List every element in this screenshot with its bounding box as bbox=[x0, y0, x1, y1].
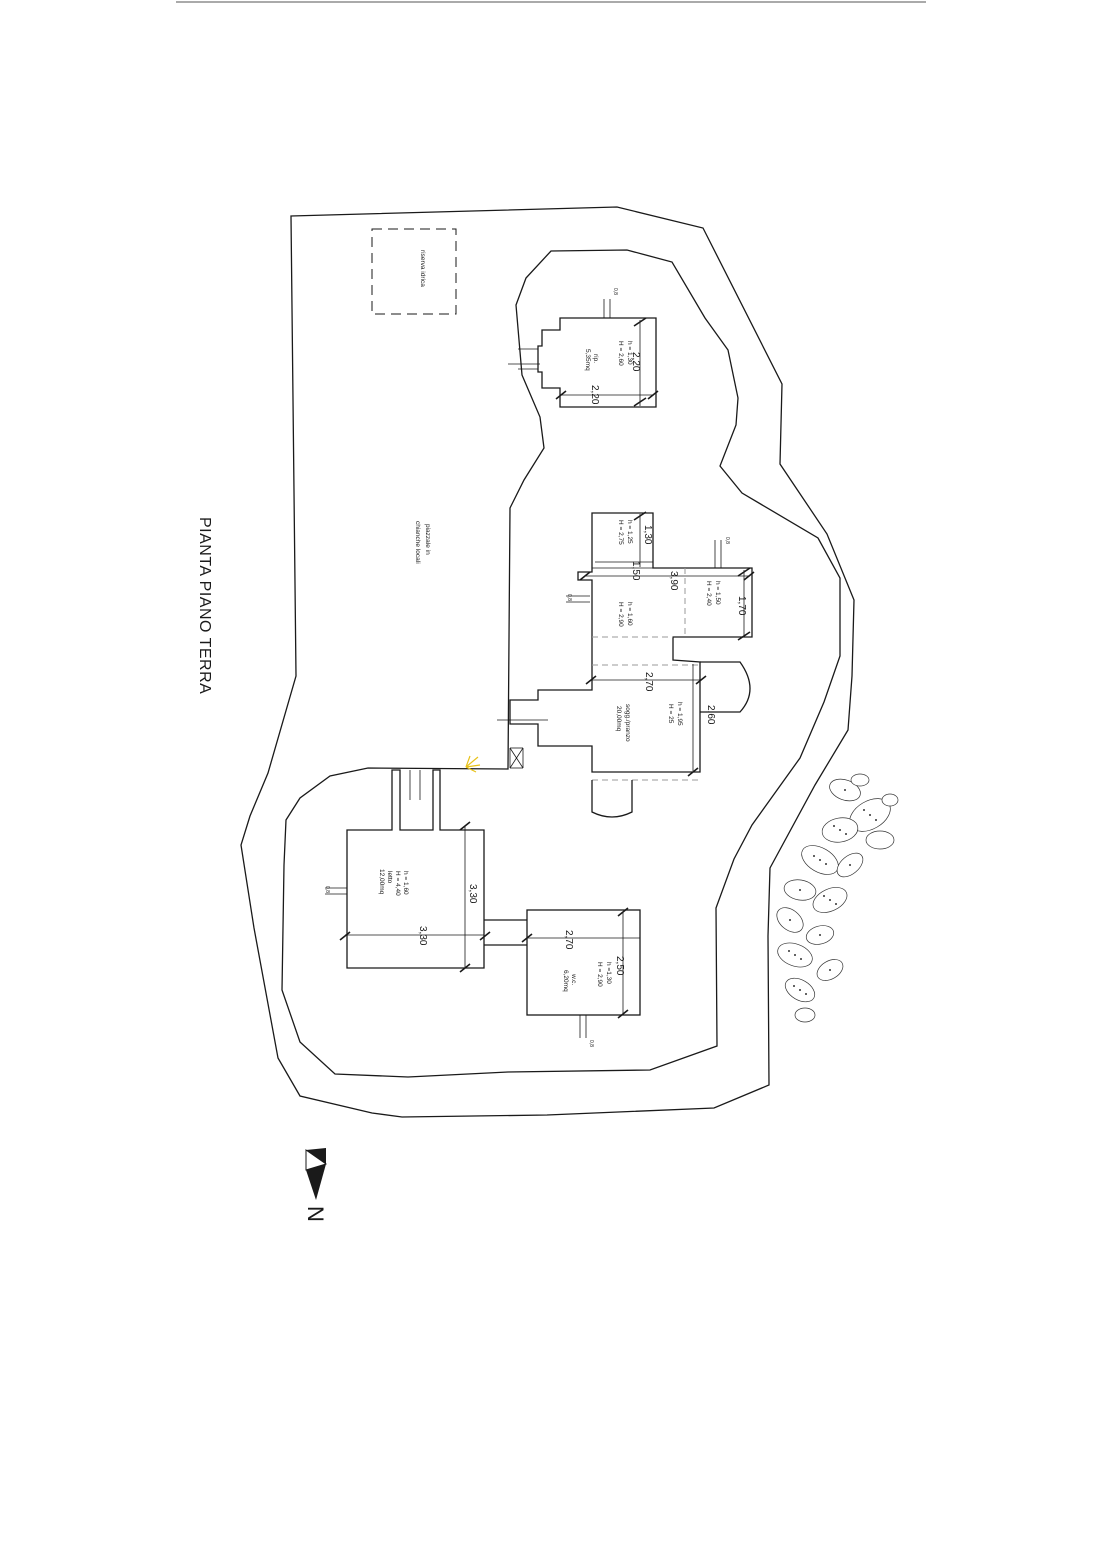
light-icon bbox=[465, 755, 481, 773]
bay-window-right bbox=[700, 661, 751, 713]
rip-room bbox=[537, 317, 657, 408]
dim-rip-a: 2,20 bbox=[630, 352, 641, 372]
room-right-H: H = 2,40 bbox=[705, 581, 712, 606]
dim-right-a: 1,70 bbox=[736, 596, 747, 616]
central-building bbox=[509, 512, 753, 773]
dim-top-a: 1,30 bbox=[642, 525, 653, 545]
bay-window-bottom bbox=[591, 780, 633, 818]
letto-h: h = 1,60 bbox=[402, 871, 409, 895]
rip-name: rip. bbox=[592, 354, 599, 363]
sogg-name: sogg./pranzo bbox=[624, 704, 631, 742]
svg-text:0,8: 0,8 bbox=[324, 886, 330, 893]
water-reserve bbox=[371, 228, 457, 315]
window-marker-rip: 0,8 bbox=[603, 288, 618, 318]
rip-H: H = 2,60 bbox=[617, 341, 624, 366]
dim-wc-b: 2,70 bbox=[563, 930, 574, 950]
site-boundary bbox=[240, 206, 855, 1118]
terrace-outline bbox=[281, 249, 841, 1078]
piazzale-label-1: piazzale in bbox=[424, 524, 431, 555]
sogg-area: 20,00mq bbox=[615, 706, 622, 732]
window-marker-central-left: 0,8 bbox=[566, 594, 590, 603]
dim-rip-b: 2,20 bbox=[589, 385, 600, 405]
wc-H: H = 2,90 bbox=[596, 962, 603, 987]
riserva-idrica-label: riserva idrica bbox=[419, 250, 426, 287]
room-top-H: H = 2,75 bbox=[617, 520, 624, 545]
plan-title: PIANTA PIANO TERRA bbox=[196, 517, 213, 694]
piazzale-label-2: chianche locali bbox=[414, 521, 421, 564]
window-marker-letto: 0,8 bbox=[324, 886, 347, 895]
wc-h: h =1,30 bbox=[605, 962, 612, 984]
svg-text:0,8: 0,8 bbox=[612, 288, 618, 295]
prickly-pear-plants bbox=[776, 773, 899, 1023]
room-mid-h: h = 1,60 bbox=[626, 602, 633, 626]
sogg-h: h = 1,95 bbox=[676, 702, 683, 726]
window-marker-central-top: 0,8 bbox=[714, 537, 730, 568]
dim-letto-b: 3,30 bbox=[417, 926, 428, 946]
svg-text:0,8: 0,8 bbox=[724, 537, 730, 544]
letto-name: letto bbox=[386, 871, 393, 884]
letto-area: 12,00mq bbox=[378, 869, 385, 895]
window-marker-wc: 0,8 bbox=[579, 1015, 594, 1047]
dim-mid-a: 3,90 bbox=[668, 571, 679, 591]
dim-sogg-a: 2,70 bbox=[643, 672, 654, 692]
dim-wc-a: 2,50 bbox=[614, 956, 625, 976]
letto-wc-connector bbox=[484, 919, 527, 946]
svg-text:0,8: 0,8 bbox=[588, 1040, 594, 1047]
room-mid-H: H = 2,90 bbox=[617, 602, 624, 627]
north-arrow-icon bbox=[305, 1148, 328, 1200]
sogg-H: H = 25 bbox=[667, 704, 674, 724]
letto-room bbox=[346, 769, 485, 969]
dim-letto-a: 3,30 bbox=[467, 884, 478, 904]
rip-h: h = 1,30 bbox=[626, 341, 633, 365]
room-top-h: h = 1,25 bbox=[626, 520, 633, 544]
wc-area: 6,20mq bbox=[562, 970, 569, 992]
dim-top-b: 1,50 bbox=[630, 561, 641, 581]
letto-H: H = 4,40 bbox=[394, 871, 401, 896]
dim-sogg-b: 2,60 bbox=[705, 705, 716, 725]
rip-area: 5,35mq bbox=[584, 349, 591, 371]
wc-room bbox=[526, 909, 641, 1016]
wc-name: w.c. bbox=[570, 973, 577, 985]
room-right-h: h = 1,50 bbox=[714, 581, 721, 605]
north-label: N bbox=[303, 1206, 328, 1222]
svg-text:0,8: 0,8 bbox=[566, 594, 572, 601]
